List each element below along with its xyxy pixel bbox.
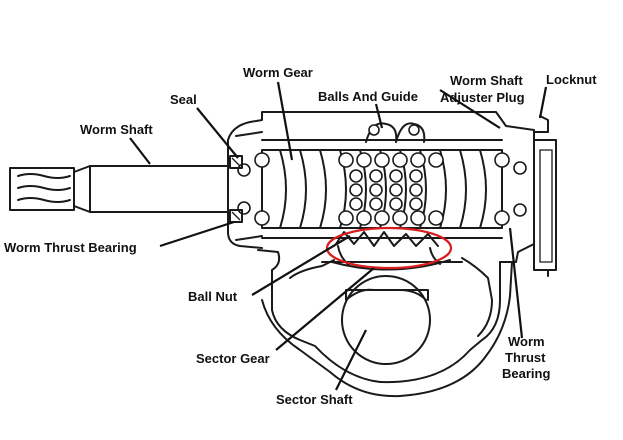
seal (229, 155, 243, 223)
sector-gear-highlight-ellipse (325, 226, 453, 270)
label-sector-shaft: Sector Shaft (276, 392, 353, 407)
label-worm-thrust-bearing-left: Worm Thrust Bearing (4, 240, 137, 255)
label-worm-gear: Worm Gear (243, 65, 313, 80)
label-balls-and-guide: Balls And Guide (318, 89, 418, 104)
label-worm-shaft: Worm Shaft (80, 122, 153, 137)
worm-shaft (9, 165, 229, 213)
label-worm-shaft-adjuster-plug-line1: Worm Shaft (450, 73, 523, 88)
label-locknut: Locknut (546, 72, 597, 87)
label-worm-shaft-adjuster-plug-line2: Adjuster Plug (440, 90, 525, 105)
ball-rows (237, 122, 527, 226)
labels: Worm Gear Locknut Worm Shaft Adjuster Pl… (4, 65, 597, 407)
label-worm-thrust-bearing-right-line2: Thrust (505, 350, 546, 365)
label-ball-nut: Ball Nut (188, 289, 238, 304)
label-sector-gear: Sector Gear (196, 351, 270, 366)
sector-shaft (341, 275, 431, 365)
label-worm-thrust-bearing-right-line1: Worm (508, 334, 545, 349)
label-worm-thrust-bearing-right-line3: Bearing (502, 366, 550, 381)
leader-lines (129, 81, 548, 391)
label-seal: Seal (170, 92, 197, 107)
